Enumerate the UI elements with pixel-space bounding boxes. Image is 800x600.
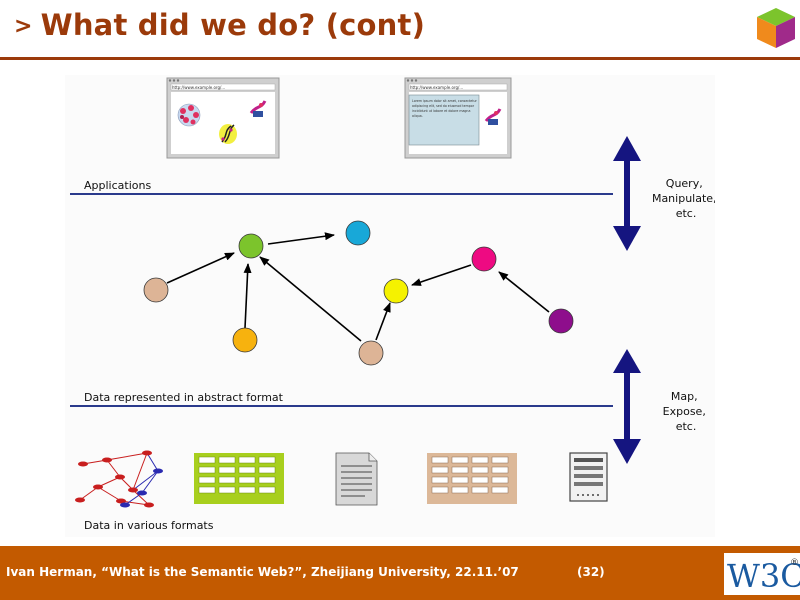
browser-window-left: http://www.example.org/...: [166, 77, 280, 159]
spreadsheet-green-icon: [194, 453, 284, 504]
molecule-cluster-icon: [177, 103, 201, 127]
spreadsheet-tan-icon: [427, 453, 517, 504]
query-arrow-label: Query, Manipulate, etc.: [652, 177, 715, 220]
abstract-format-label: Data represented in abstract format: [84, 391, 284, 404]
edge-magenta-yellow: [411, 264, 472, 286]
footer-citation: Ivan Herman, “What is the Semantic Web?”…: [6, 565, 519, 579]
network-graph-icon: [75, 450, 163, 508]
various-formats-label: Data in various formats: [84, 519, 214, 532]
slide-title: > What did we do? (cont): [14, 8, 425, 42]
edge-peach2-yellow: [375, 302, 391, 341]
w3c-logo-icon: W3C ®: [724, 553, 800, 595]
title-marker: >: [14, 14, 33, 39]
edge-peach2-green: [259, 256, 362, 342]
diagram-canvas: http://www.example.org/...: [70, 77, 715, 532]
edge-orange-green: [243, 263, 252, 329]
right-browser-text: Lorem ipsum dolor sit amet, consectetur …: [412, 99, 478, 118]
slide-footer: Ivan Herman, “What is the Semantic Web?”…: [0, 546, 800, 600]
node-peach-right: [358, 340, 384, 366]
node-yellow: [383, 278, 409, 304]
left-browser-url: http://www.example.org/...: [172, 85, 225, 90]
w3c-logo-text: W3C: [727, 557, 800, 595]
text-document-icon: [335, 452, 378, 506]
edge-purple-magenta: [498, 271, 550, 313]
double-arrow-bottom-icon: [613, 349, 641, 464]
slide-header: > What did we do? (cont): [0, 0, 800, 60]
dna-helix-icon: [219, 124, 237, 144]
browser-window-right: http://www.example.org/... Lorem ipsum d…: [404, 77, 512, 159]
dna-small-icon: [249, 100, 267, 117]
title-text: What did we do? (cont): [40, 8, 426, 42]
edge-peach-green: [166, 252, 235, 284]
double-arrow-top-icon: [613, 136, 641, 251]
node-peach-left: [143, 277, 169, 303]
map-arrow-label: Map, Expose, etc.: [663, 390, 710, 433]
applications-label: Applications: [84, 179, 151, 192]
architecture-diagram: http://www.example.org/...: [65, 75, 715, 537]
graph-edges: [166, 232, 550, 342]
node-purple: [548, 308, 574, 334]
node-magenta: [471, 246, 497, 272]
dna-small-icon-right: [484, 108, 502, 125]
header-divider: [0, 57, 800, 60]
edge-green-cyan: [267, 232, 335, 245]
right-browser-url: http://www.example.org/...: [410, 85, 463, 90]
node-green: [238, 233, 264, 259]
cube-logo-icon: [757, 8, 795, 48]
node-orange: [232, 327, 258, 353]
registered-mark: ®: [790, 558, 799, 568]
page-number: (32): [577, 565, 605, 579]
graph-nodes: [143, 220, 574, 366]
node-cyan: [345, 220, 371, 246]
database-server-icon: [569, 452, 608, 502]
